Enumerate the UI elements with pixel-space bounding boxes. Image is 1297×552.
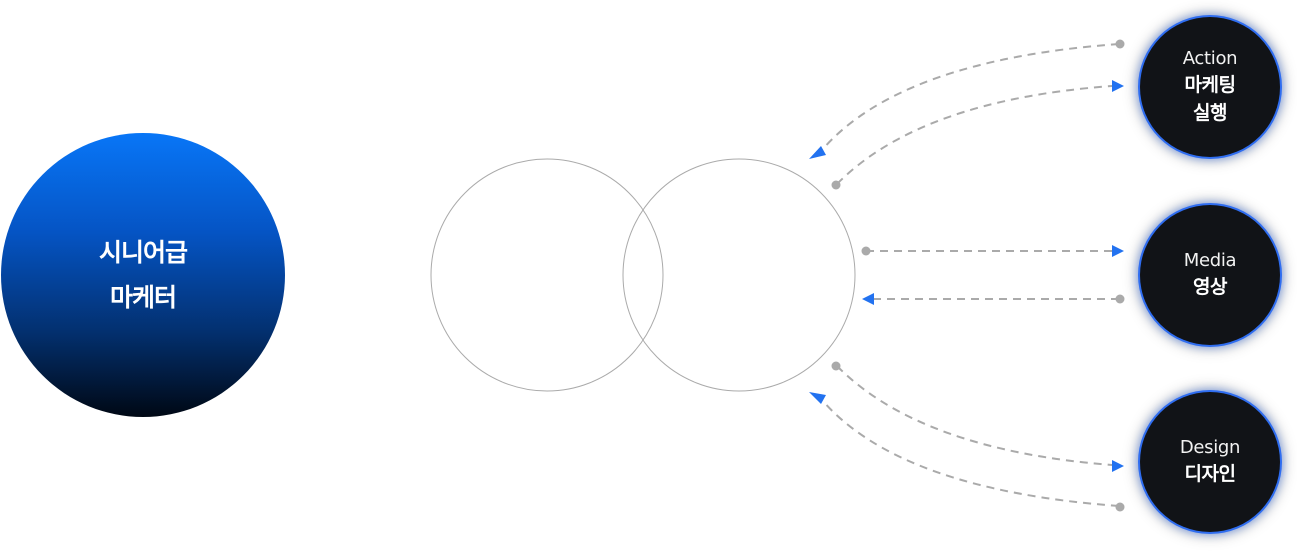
arrowhead-to-action — [1112, 80, 1124, 92]
connector-dot-venn-design — [831, 361, 841, 371]
senior-marketer-node: 시니어급 마케터 — [1, 133, 285, 417]
arrowhead-to-media — [1112, 245, 1124, 257]
connector-venn-to-design — [836, 365, 1113, 466]
connector-dot-venn-action — [831, 180, 841, 190]
senior-marketer-label-line2: 마케터 — [109, 283, 177, 312]
media-node: Media 영상 — [1140, 205, 1280, 345]
venn-circle-right — [622, 158, 856, 392]
connector-dot-action-start — [1115, 39, 1125, 49]
action-node-en-label: Action — [1182, 48, 1238, 69]
action-node-ko-label-line2: 실행 — [1193, 102, 1227, 124]
arrowhead-to-venn-bottom — [809, 392, 826, 404]
connector-dot-media-start — [1115, 294, 1125, 304]
action-node: Action 마케팅 실행 — [1140, 17, 1280, 157]
arrowhead-to-venn-top — [809, 146, 826, 159]
senior-marketer-label-line1: 시니어급 — [98, 238, 188, 267]
connector-design-to-venn — [821, 399, 1120, 507]
arrowhead-to-venn-middle — [862, 293, 874, 305]
design-node-ko-label: 디자인 — [1184, 463, 1236, 485]
connector-action-to-venn — [821, 43, 1120, 151]
media-node-ko-label: 영상 — [1193, 276, 1227, 298]
media-node-en-label: Media — [1183, 250, 1237, 271]
action-node-ko-label-line1: 마케팅 — [1184, 74, 1236, 96]
connector-dot-venn-media — [861, 246, 871, 256]
connector-venn-to-action — [836, 85, 1113, 185]
design-node-en-label: Design — [1179, 437, 1241, 458]
design-node: Design 디자인 — [1140, 392, 1280, 532]
venn-circle-left — [430, 158, 664, 392]
connector-dot-design-start — [1115, 502, 1125, 512]
arrowhead-to-design — [1112, 460, 1124, 472]
